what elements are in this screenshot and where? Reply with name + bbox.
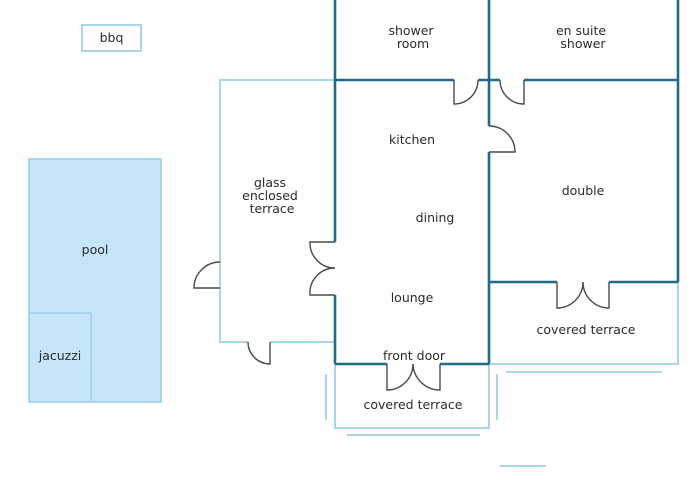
double-terrace-door-right <box>582 281 610 309</box>
en-suite-shower-label: en suite shower <box>556 23 610 51</box>
covered-terrace-front-outline <box>334 364 490 429</box>
glass-terrace-label: glass enclosed terrace <box>242 175 302 216</box>
pool-label: pool <box>82 242 109 257</box>
shower-room-label: shower room <box>388 23 437 51</box>
glass-terrace-bottom-door <box>247 341 271 365</box>
bbq-label: bbq <box>100 30 124 45</box>
doors <box>193 79 610 391</box>
pool-area: pool jacuzzi <box>28 158 162 403</box>
kitchen-label: kitchen <box>389 132 435 147</box>
glass-terrace-side-door <box>193 261 221 289</box>
shower-room-door <box>453 79 479 105</box>
covered-terrace-side: covered terrace <box>489 282 679 373</box>
jacuzzi-label: jacuzzi <box>38 348 82 363</box>
en-suite-door <box>499 79 525 105</box>
double-terrace-door-left <box>556 281 584 309</box>
bbq-box <box>81 24 142 52</box>
double-bedroom-door <box>488 125 516 153</box>
covered-terrace-side-outline <box>489 282 679 365</box>
front-door-right-leaf <box>412 363 441 391</box>
front-door-label: front door <box>383 348 446 363</box>
covered-terrace-front-label: covered terrace <box>364 397 463 412</box>
jacuzzi <box>28 312 92 403</box>
glass-terrace: glass enclosed terrace <box>219 79 335 343</box>
covered-terrace-side-label: covered terrace <box>537 322 636 337</box>
terrace-door-upper <box>309 241 336 269</box>
terrace-door-lower <box>309 267 336 296</box>
lounge-label: lounge <box>391 290 434 305</box>
dining-label: dining <box>416 210 455 225</box>
bbq-area: bbq <box>81 24 142 52</box>
covered-terrace-front: covered terrace <box>325 364 498 436</box>
double-bedroom-label: double <box>562 183 605 198</box>
glass-terrace-outline <box>219 79 335 343</box>
room-labels: shower room en suite shower kitchen dini… <box>383 23 610 363</box>
front-door-left-leaf <box>386 363 414 391</box>
building-walls <box>333 0 680 366</box>
